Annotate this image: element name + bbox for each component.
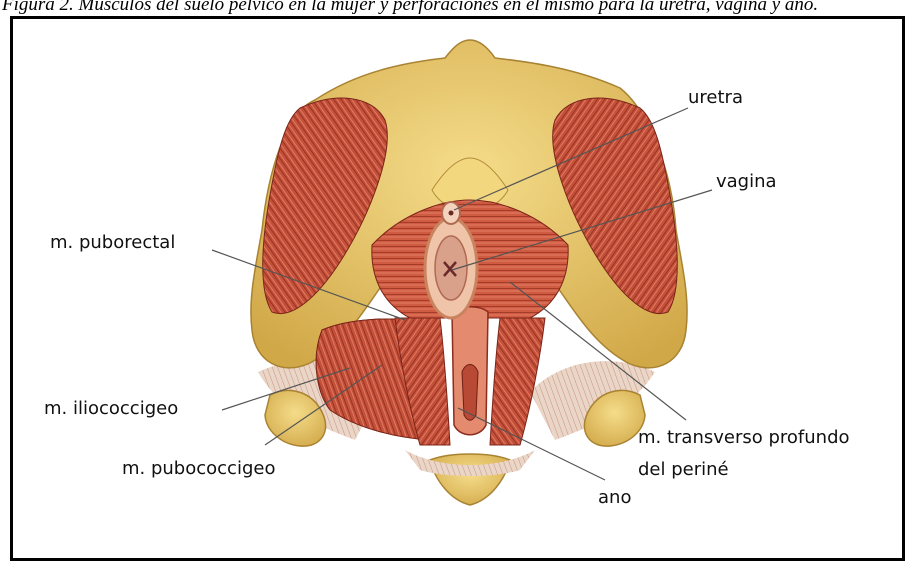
urethral-opening [442, 202, 460, 224]
vaginal-opening [425, 218, 477, 318]
label-puborectal: m. puborectal [50, 232, 175, 254]
label-iliococcigeo: m. iliococcigeo [44, 398, 178, 420]
label-transverso-line1: m. transverso profundo [638, 427, 850, 449]
label-transverso-line2: del periné [638, 459, 729, 481]
label-ano: ano [598, 487, 631, 509]
label-uretra: uretra [688, 87, 743, 109]
anal-canal [452, 307, 488, 435]
label-vagina: vagina [716, 171, 777, 193]
label-pubococcigeo: m. pubococcigeo [122, 458, 275, 480]
